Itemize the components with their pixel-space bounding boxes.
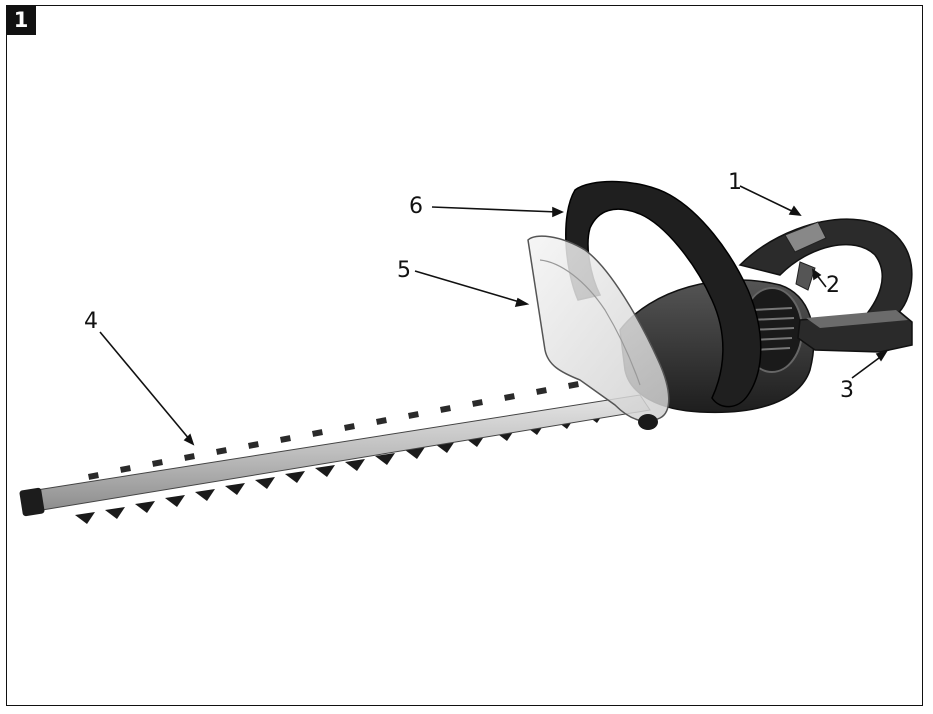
callout-label-6: 6 <box>409 194 423 219</box>
trigger <box>795 261 816 291</box>
switch-lever <box>784 221 827 253</box>
battery-top-face <box>806 310 908 328</box>
blade-tip-cap <box>19 487 45 517</box>
blade-bar <box>23 394 651 513</box>
figure-number-badge: 1 <box>6 5 36 35</box>
callout-label-4: 4 <box>84 309 98 334</box>
guard-mount-knob <box>638 414 658 430</box>
callout-label-1: 1 <box>728 170 742 195</box>
hand-guard-inner-edge <box>539 259 641 386</box>
callout-leader-lines <box>99 185 888 446</box>
callout-label-3: 3 <box>840 378 854 403</box>
figure-frame <box>6 5 923 706</box>
callout-label-2: 2 <box>826 273 840 298</box>
blade-teeth-upper <box>88 381 579 480</box>
hand-guard <box>527 235 670 422</box>
callout-label-5: 5 <box>397 258 411 283</box>
